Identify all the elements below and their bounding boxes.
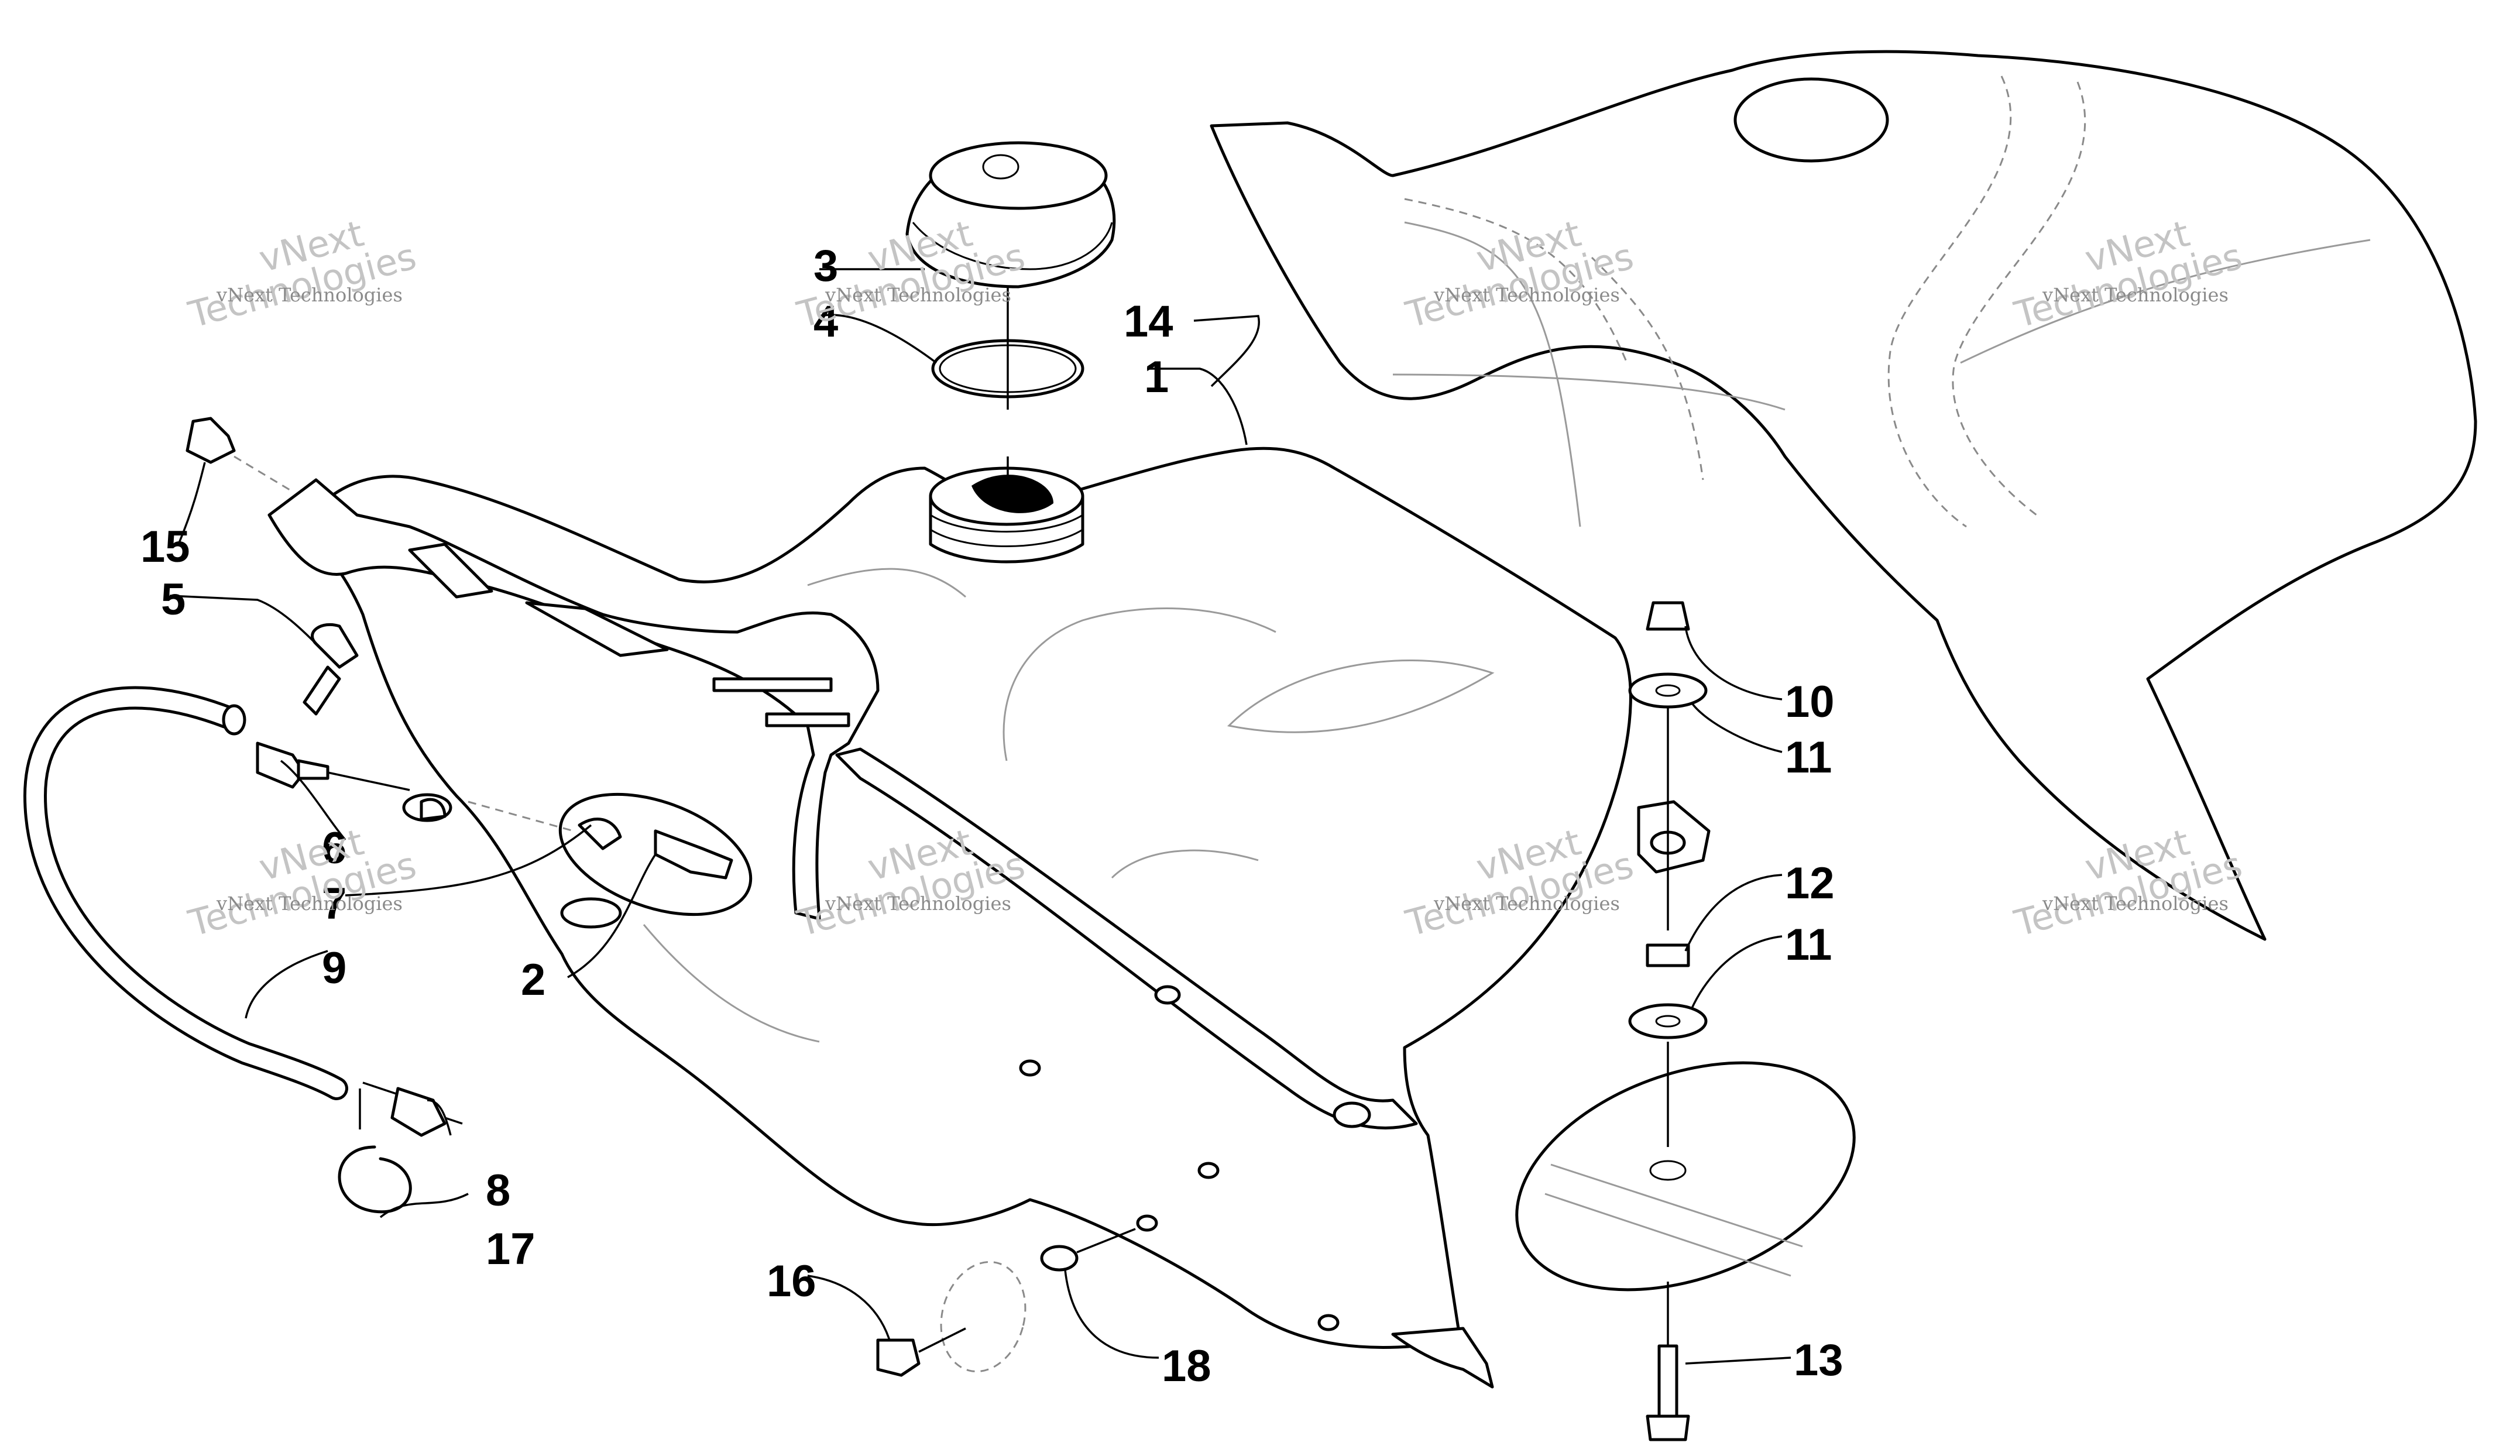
inline-filter — [362, 1081, 463, 1137]
hose-clamp — [338, 1088, 412, 1214]
callout-2: 2 — [521, 955, 545, 1005]
bolt-13 — [1646, 1344, 1690, 1441]
watermark-caption: vNext Technologies — [2042, 892, 2229, 915]
callout-13: 13 — [1794, 1335, 1843, 1385]
leader-lines — [169, 268, 1791, 1365]
watermark-caption: vNext Technologies — [1433, 284, 1620, 306]
callout-17: 17 — [486, 1224, 535, 1274]
clip-15 — [186, 417, 293, 493]
fuel-line — [23, 686, 348, 1100]
washer-11a — [1628, 672, 1708, 709]
callout-11a: 11 — [1785, 733, 1832, 782]
callout-5: 5 — [161, 575, 186, 624]
grommet — [940, 1261, 1026, 1373]
bottom-axis-2 — [1076, 1228, 1136, 1254]
callout-14: 14 — [1124, 297, 1173, 346]
callout-11b: 11 — [1785, 920, 1832, 970]
callout-8: 8 — [486, 1166, 510, 1215]
callout-16: 16 — [767, 1256, 816, 1306]
nut-12 — [1646, 943, 1690, 967]
callout-7: 7 — [322, 879, 346, 929]
callout-15: 15 — [140, 522, 190, 572]
watermark-caption: vNext Technologies — [216, 892, 403, 915]
watermark-caption: vNext Technologies — [2042, 284, 2229, 306]
o-ring — [931, 287, 1084, 503]
seat — [1210, 50, 2477, 941]
fuel-tank — [267, 447, 1711, 1389]
watermark-caption: vNext Technologies — [1433, 892, 1620, 915]
washer-18 — [1040, 1245, 1079, 1272]
callout-10: 10 — [1785, 677, 1835, 727]
watermark-caption: vNext Technologies — [216, 284, 403, 306]
nut-10 — [1646, 601, 1690, 631]
bottom-axis-1 — [918, 1327, 966, 1353]
watermark-caption: vNext Technologies — [825, 284, 1011, 306]
washer-11b — [1628, 1003, 1708, 1039]
callout-4: 4 — [813, 297, 838, 346]
gas-cap — [905, 141, 1116, 289]
callout-3: 3 — [813, 241, 838, 291]
mounting-pad — [1515, 1061, 1856, 1292]
callout-12: 12 — [1785, 859, 1835, 908]
hose-fitting — [256, 741, 410, 791]
nut-16 — [876, 1338, 921, 1377]
callout-labels: 1 2 3 4 5 6 7 8 9 10 11 11 12 13 14 15 1… — [140, 241, 1843, 1391]
clamp — [303, 623, 359, 716]
callout-1: 1 — [1144, 352, 1169, 402]
watermark-caption: vNext Technologies — [825, 892, 1011, 915]
callout-6: 6 — [322, 823, 346, 873]
callout-9: 9 — [322, 943, 346, 993]
callout-18: 18 — [1162, 1341, 1211, 1391]
